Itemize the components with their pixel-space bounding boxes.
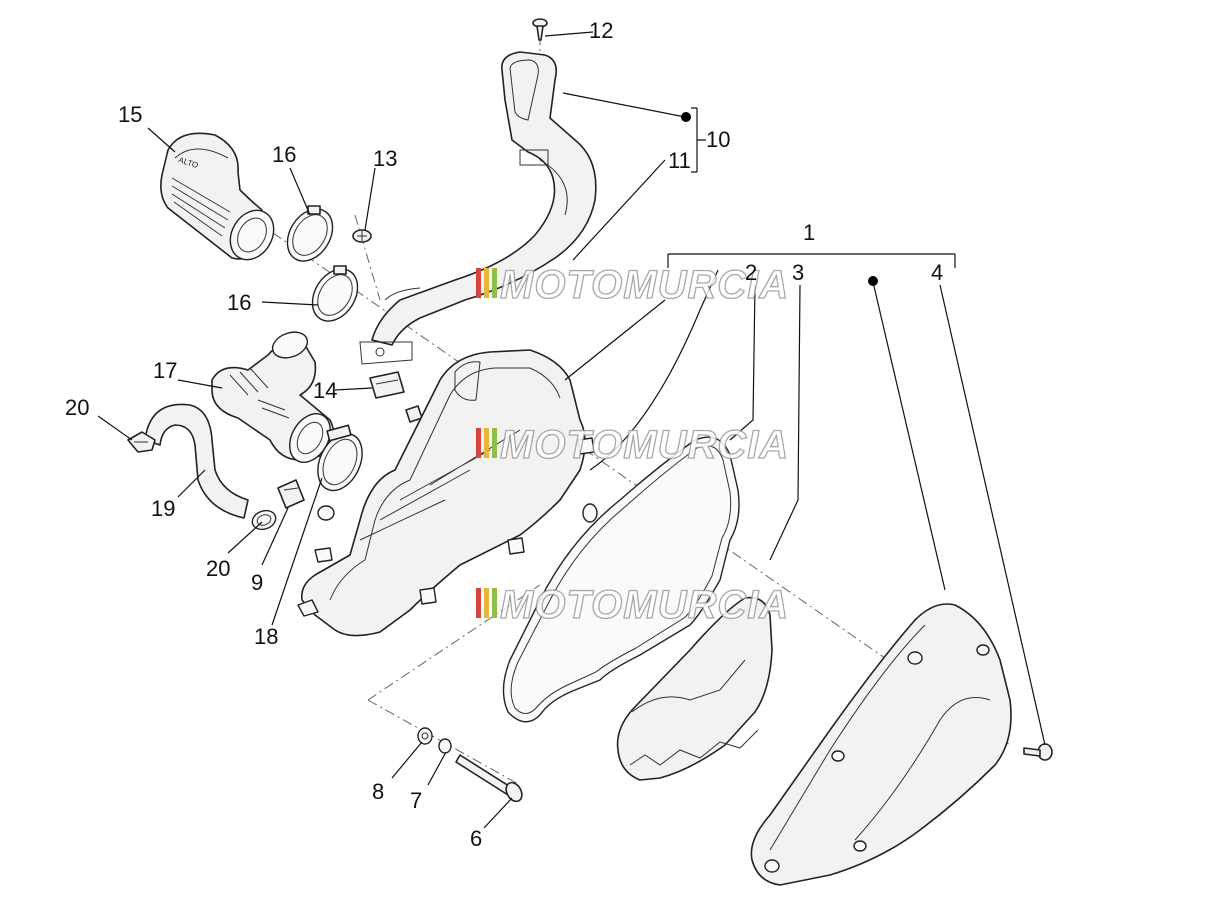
- callout-17: 17: [153, 358, 177, 383]
- nut-washers: [317, 405, 598, 523]
- callout-labels: 1 2 3 4 6 7 8 9 10 11 12 13 14 15 16 16 …: [65, 18, 943, 851]
- screw-13: [352, 229, 372, 243]
- callout-3: 3: [792, 260, 804, 285]
- bellows-intake-15: ALTO: [160, 132, 275, 261]
- leader-lines: [97, 31, 1046, 829]
- watermark-text: MOTOMURCIA: [500, 583, 789, 627]
- filter-element-3: [616, 596, 773, 781]
- breather-hose-19: [144, 403, 249, 519]
- watermark-text: MOTOMURCIA: [500, 263, 789, 307]
- callout-2: 2: [745, 260, 757, 285]
- callout-16-upper: 16: [272, 142, 296, 167]
- gasket-2: [502, 436, 740, 723]
- air-filter-housing: [297, 349, 595, 637]
- watermark-text: MOTOMURCIA: [500, 423, 789, 467]
- spring-clip-14: [369, 371, 405, 399]
- intake-connector-17: [211, 331, 335, 463]
- intake-snorkel-duct: [359, 51, 597, 365]
- callout-10: 10: [706, 127, 730, 152]
- watermark-top: MOTOMURCIA: [476, 262, 789, 308]
- screw-12: [532, 18, 548, 41]
- callout-19: 19: [151, 496, 175, 521]
- washer-7: [438, 738, 452, 754]
- callout-4: 4: [931, 260, 943, 285]
- callout-8: 8: [372, 779, 384, 804]
- callout-16-lower: 16: [227, 290, 251, 315]
- hose-clamp-16-lower: [311, 265, 359, 322]
- watermark-bottom: MOTOMURCIA: [476, 582, 789, 628]
- screw-cover: [1023, 743, 1053, 761]
- callout-15: 15: [118, 102, 142, 127]
- callout-7: 7: [410, 788, 422, 813]
- spring-clip-9: [277, 479, 305, 509]
- filter-cover-4: [750, 603, 1012, 886]
- callout-12: 12: [589, 18, 613, 43]
- hose-clamp-18: [317, 424, 363, 492]
- watermark-middle: MOTOMURCIA: [476, 422, 789, 468]
- callout-13: 13: [373, 146, 397, 171]
- callout-6: 6: [470, 826, 482, 851]
- callout-11: 11: [668, 148, 691, 173]
- callout-20-upper: 20: [65, 395, 89, 420]
- callout-20-lower: 20: [206, 556, 230, 581]
- callout-1: 1: [803, 220, 815, 245]
- hose-clip-20-upper: [127, 431, 156, 453]
- hose-clamp-16-upper: [286, 205, 334, 262]
- callout-18: 18: [254, 624, 278, 649]
- callout-14: 14: [313, 378, 337, 403]
- callout-9: 9: [251, 570, 263, 595]
- washer-8: [417, 727, 433, 745]
- bolt-6: [455, 754, 523, 803]
